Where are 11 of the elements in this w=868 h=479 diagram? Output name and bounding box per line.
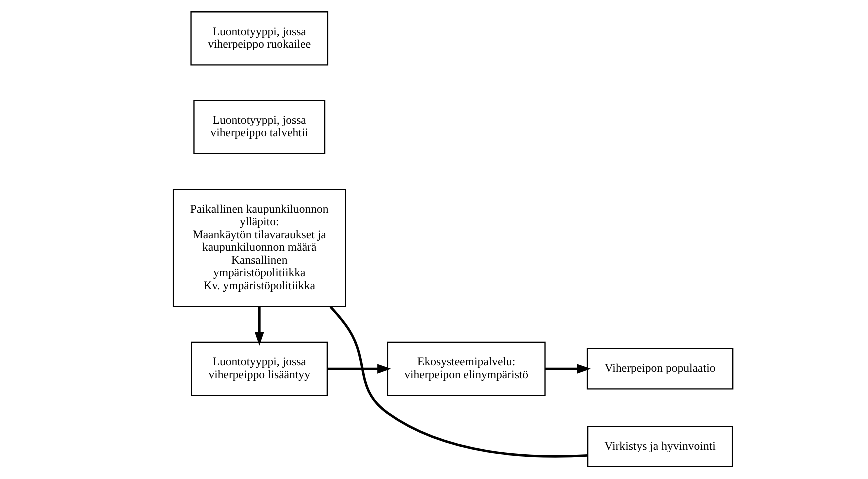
node-box: Luontotyyppi, jossa viherpeippo talvehtii <box>193 100 326 154</box>
arrow <box>254 306 264 346</box>
node-box: Virkistys ja hyvinvointi <box>586 426 733 468</box>
arrow <box>327 364 391 374</box>
node-box: Paikallinen kaupunkiluonnon ylläpito: Maankäytön tilavaraukset ja kaupunkiluonnon määrä Kansallinen ympäristöpolitiikka Kv. ympäristöpolitiikka <box>172 189 346 308</box>
node-box: Luontotyyppi, jossa viherpeippo ruokailee <box>190 12 328 66</box>
node-box: Luontotyyppi, jossa viherpeippo lisääntyy <box>190 342 328 396</box>
node-box: Ekosysteemipalvelu: viherpeipon elinympäristö <box>386 342 546 396</box>
node-box: Viherpeipon populaatio <box>586 348 734 390</box>
connector <box>329 306 588 458</box>
arrow <box>544 364 591 374</box>
